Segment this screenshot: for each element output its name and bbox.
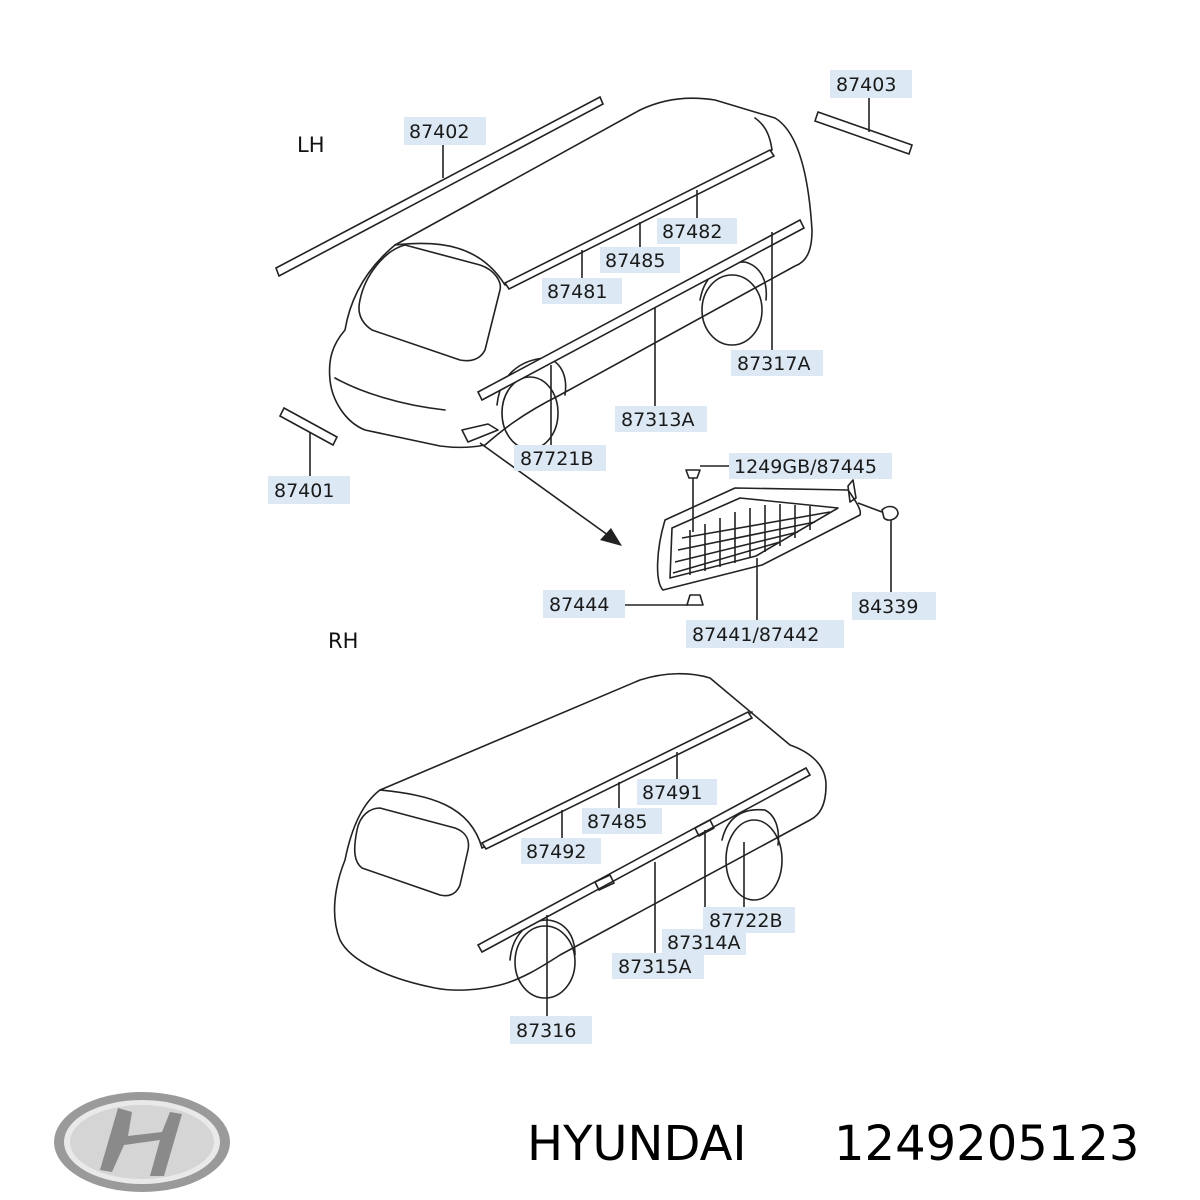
- part-label-87314A[interactable]: 87314A: [662, 929, 746, 955]
- lh-van-illustration: [328, 97, 813, 450]
- part-label-87485-top[interactable]: 87485: [600, 247, 680, 273]
- part-label-87315A[interactable]: 87315A: [612, 953, 704, 979]
- part-label-87481[interactable]: 87481: [542, 278, 622, 304]
- svg-text:87444: 87444: [549, 594, 609, 616]
- part-label-87492[interactable]: 87492: [521, 838, 601, 864]
- svg-text:87481: 87481: [547, 281, 607, 303]
- part-label-87444[interactable]: 87444: [543, 590, 625, 618]
- part-label-87313A[interactable]: 87313A: [615, 406, 707, 432]
- svg-text:87403: 87403: [836, 74, 896, 96]
- part-label-87491[interactable]: 87491: [637, 779, 717, 805]
- svg-text:1249GB/87445: 1249GB/87445: [734, 456, 877, 478]
- brand-name: HYUNDAI: [527, 1116, 747, 1172]
- molding-87401: [278, 406, 339, 447]
- part-label-84339[interactable]: 84339: [852, 592, 936, 620]
- lh-leader-lines: [309, 95, 870, 546]
- part-label-87316[interactable]: 87316: [510, 1016, 592, 1044]
- svg-text:87315A: 87315A: [618, 956, 691, 978]
- rh-van-illustration: [333, 672, 827, 999]
- svg-text:87485: 87485: [605, 250, 665, 272]
- svg-text:87722B: 87722B: [709, 910, 782, 932]
- part-label-87403[interactable]: 87403: [830, 70, 912, 98]
- svg-text:87482: 87482: [662, 221, 722, 243]
- part-label-87721B[interactable]: 87721B: [514, 445, 606, 471]
- svg-text:87313A: 87313A: [621, 409, 694, 431]
- svg-text:87316: 87316: [516, 1020, 576, 1042]
- part-label-87317A[interactable]: 87317A: [731, 350, 823, 376]
- svg-text:87317A: 87317A: [737, 353, 810, 375]
- part-number: 1249205123: [834, 1116, 1139, 1172]
- roof-molding-87402: [275, 95, 605, 278]
- svg-text:87492: 87492: [526, 841, 586, 863]
- svg-text:84339: 84339: [858, 596, 918, 618]
- lh-side-label: LH: [297, 133, 325, 157]
- svg-text:87485: 87485: [587, 811, 647, 833]
- svg-text:87441/87442: 87441/87442: [692, 624, 819, 646]
- rh-side-label: RH: [328, 629, 358, 653]
- svg-text:87721B: 87721B: [520, 448, 593, 470]
- part-label-87722B[interactable]: 87722B: [703, 907, 795, 933]
- part-label-87402[interactable]: 87402: [404, 117, 486, 145]
- svg-text:87402: 87402: [409, 121, 469, 143]
- mud-guard-detail: [623, 465, 899, 622]
- molding-87403: [813, 110, 914, 156]
- part-label-87401[interactable]: 87401: [268, 476, 350, 504]
- svg-text:87314A: 87314A: [667, 932, 740, 954]
- part-label-87441-87442[interactable]: 87441/87442: [686, 620, 844, 648]
- part-label-87482[interactable]: 87482: [657, 218, 737, 244]
- svg-text:87491: 87491: [642, 782, 702, 804]
- hyundai-logo: [54, 1092, 230, 1192]
- part-label-1249GB-87445[interactable]: 1249GB/87445: [729, 453, 892, 479]
- part-label-87485-bottom[interactable]: 87485: [582, 808, 662, 834]
- svg-text:87401: 87401: [274, 480, 334, 502]
